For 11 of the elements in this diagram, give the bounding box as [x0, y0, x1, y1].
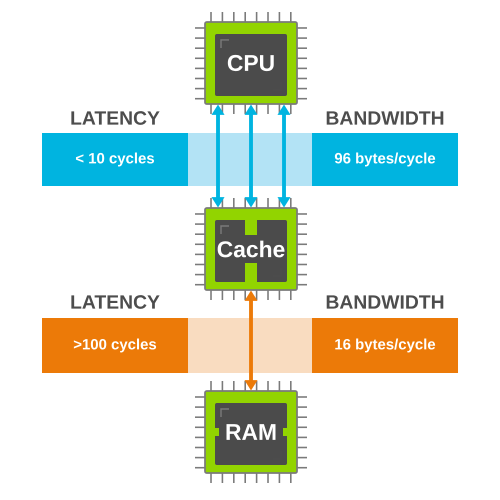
heading: BANDWIDTH — [326, 295, 444, 309]
value-box: < 10 cycles — [42, 133, 188, 186]
heading: LATENCY — [71, 111, 160, 125]
chip: Cache — [195, 198, 307, 300]
chip: RAM — [195, 381, 307, 483]
heading: BANDWIDTH — [326, 111, 444, 125]
heading: LATENCY — [71, 295, 160, 309]
value-box: >100 cycles — [42, 318, 188, 373]
value-box: 16 bytes/cycle — [312, 318, 458, 373]
value-box: 96 bytes/cycle — [312, 133, 458, 186]
chip: CPU — [195, 12, 307, 114]
